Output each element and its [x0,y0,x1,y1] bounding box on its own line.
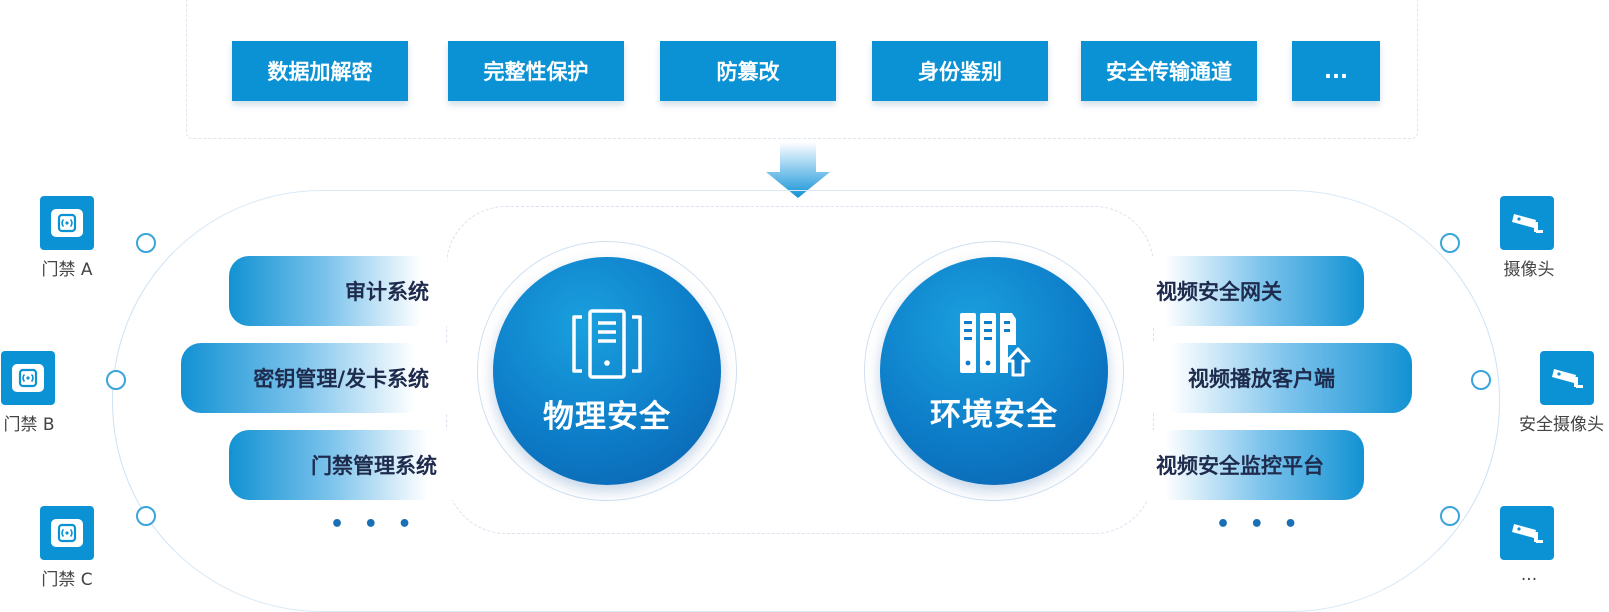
left-node-middle [106,370,126,390]
device-label: 门禁 C [41,570,93,590]
environment-security-node: 环境安全 [880,257,1108,485]
system-bar-audit: 审计系统 [229,256,447,326]
right-node-top [1440,233,1460,253]
device-label: 安全摄像头 [1519,415,1604,435]
system-bar-video-gateway: 视频安全网关 [1138,256,1364,326]
system-label: 审计系统 [345,280,429,304]
access-card-icon [1,351,55,405]
system-bar-access-control: 门禁管理系统 [229,430,455,500]
access-card-icon [40,196,94,250]
physical-security-node: 物理安全 [493,257,721,485]
access-card-icon [40,506,94,560]
device-label: 门禁 A [41,260,93,280]
feature-panel [186,0,1418,139]
camera-icon [1540,351,1594,405]
physical-security-title: 物理安全 [543,398,671,435]
feature-secure-channel: 安全传输通道 [1081,41,1257,101]
device-label: 摄像头 [1503,260,1555,280]
system-label: 密钥管理/发卡系统 [253,367,429,391]
left-node-top [136,233,156,253]
right-node-middle [1471,370,1491,390]
system-label: 视频安全网关 [1156,280,1282,304]
device-label: ... [1520,565,1538,585]
down-arrow-icon [766,142,830,198]
system-label: 门禁管理系统 [311,454,437,478]
feature-encryption: 数据加解密 [232,41,408,101]
system-bar-video-client: 视频播放客户端 [1138,343,1412,413]
left-more-dots: • • • [330,512,418,537]
device-label: 门禁 B [3,415,55,435]
system-label: 视频播放客户端 [1188,367,1335,391]
right-more-dots: • • • [1216,512,1304,537]
system-bar-video-monitoring: 视频安全监控平台 [1138,430,1364,500]
feature-tamper-proof: 防篡改 [660,41,836,101]
system-bar-key-management: 密钥管理/发卡系统 [181,343,447,413]
server-upload-icon [960,312,1031,376]
feature-authentication: 身份鉴别 [872,41,1048,101]
feature-more: ... [1292,41,1380,101]
left-node-bottom [136,506,156,526]
environment-security-title: 环境安全 [930,396,1058,433]
server-rack-icon [572,308,642,379]
camera-icon [1500,506,1554,560]
right-node-bottom [1440,506,1460,526]
feature-integrity: 完整性保护 [448,41,624,101]
system-label: 视频安全监控平台 [1156,454,1324,478]
camera-icon [1500,196,1554,250]
